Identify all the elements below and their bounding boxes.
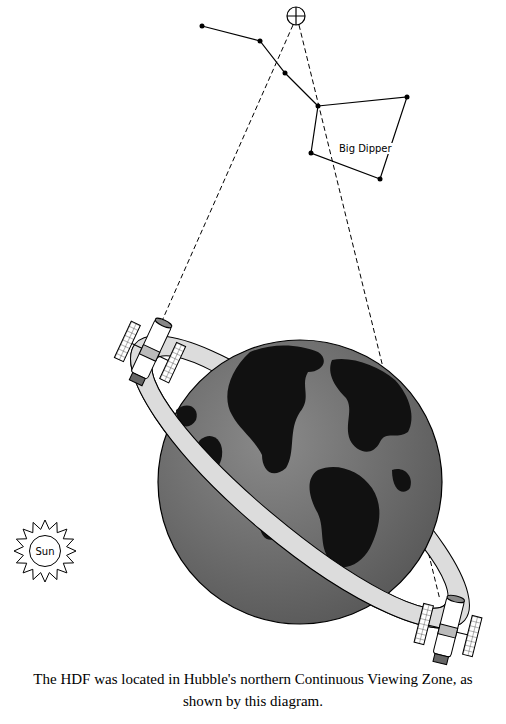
constellation-label: Big Dipper <box>338 143 393 154</box>
hubble-telescope <box>411 589 486 670</box>
figure-caption: The HDF was located in Hubble's northern… <box>30 668 476 712</box>
sun-symbol <box>14 520 76 582</box>
target-symbol <box>287 7 305 25</box>
orbit-ring <box>95 296 504 667</box>
orbit-ring <box>95 296 504 667</box>
hubble-telescope <box>108 308 192 396</box>
earth <box>158 340 442 624</box>
node-text: Sun <box>35 546 54 557</box>
big-dipper <box>200 24 410 182</box>
sun-circle: Sun <box>29 535 61 567</box>
